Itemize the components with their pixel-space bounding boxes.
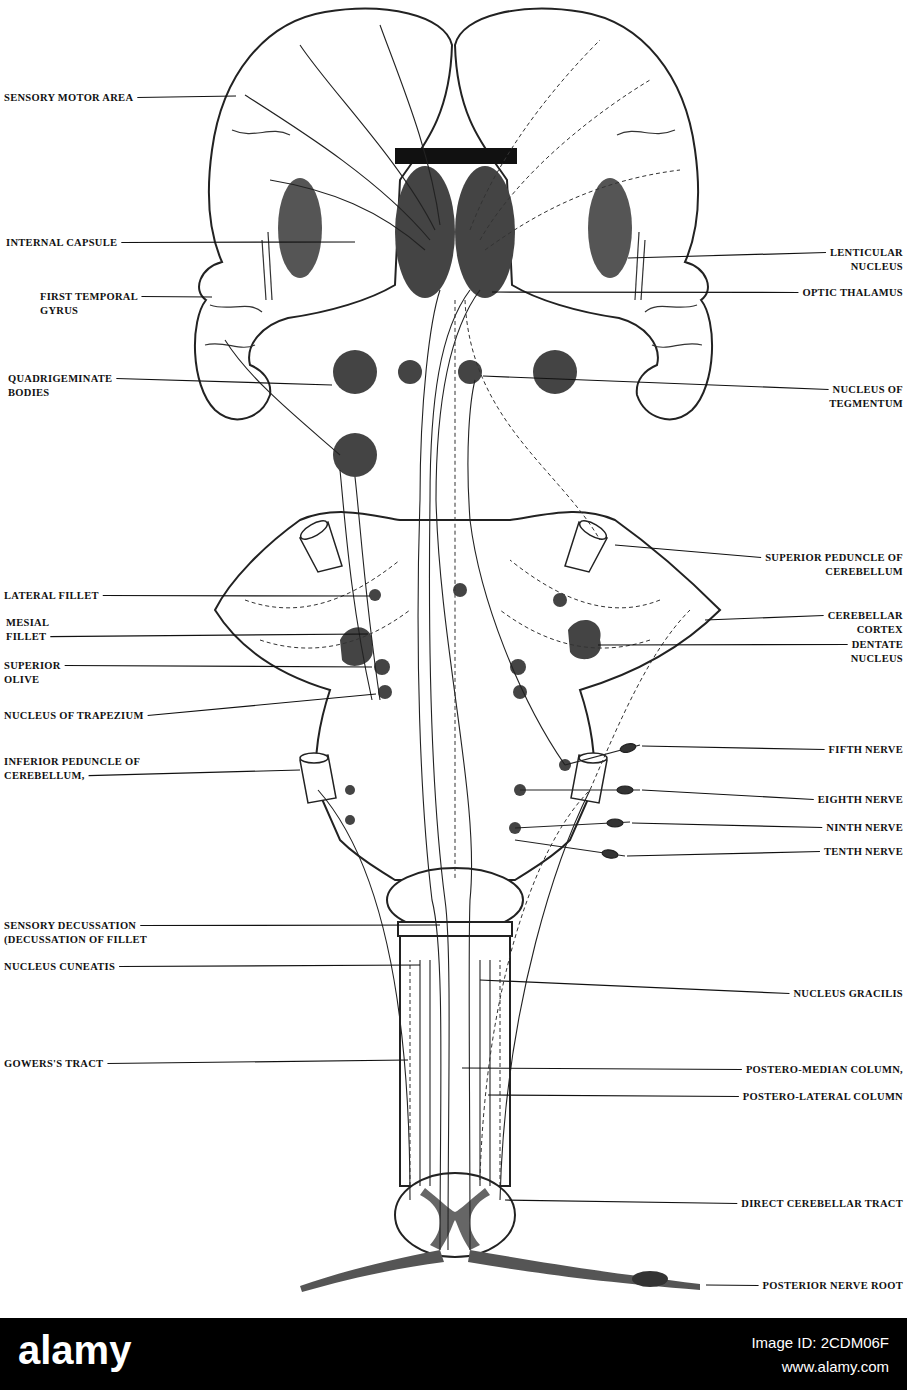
anatomy-label: NUCLEUS CUNEATIS — [4, 960, 154, 974]
leader-line — [627, 852, 820, 857]
leader-line — [65, 666, 372, 668]
watermark-text: Image ID: 2CDM06F — [751, 1334, 889, 1351]
anatomy-label: INFERIOR PEDUNCLE OF CEREBELLUM, — [4, 755, 144, 783]
spinal-cord — [400, 936, 510, 1186]
anatomy-label: FIRST TEMPORAL GYRUS — [40, 290, 150, 318]
leader-line — [615, 545, 761, 558]
anatomy-label: EIGHTH NERVE — [783, 793, 903, 807]
watermark-text: www.alamy.com — [782, 1358, 889, 1375]
leader-line — [706, 1284, 759, 1286]
anatomy-label: NUCLEUS OF TRAPEZIUM — [4, 709, 194, 723]
anatomy-label: SENSORY MOTOR AREA — [4, 91, 184, 105]
anatomy-label: GOWERS'S TRACT — [4, 1057, 154, 1071]
watermark-band — [0, 1318, 907, 1390]
anatomy-label: QUADRIGEMINATE BODIES — [8, 372, 128, 400]
leader-line — [116, 379, 332, 386]
anatomy-label: NUCLEUS GRACILIS — [743, 987, 903, 1001]
leader-line — [632, 823, 822, 828]
leader-line — [107, 1060, 408, 1064]
leader-line — [121, 241, 355, 243]
anatomy-label: SENSORY DECUSSATION (DECUSSATION OF FILL… — [4, 919, 209, 947]
leader-line — [628, 253, 826, 259]
leader-line — [148, 694, 376, 716]
watermark-text: alamy — [18, 1328, 131, 1373]
leader-line — [705, 616, 824, 621]
right-hemisphere — [455, 9, 712, 420]
anatomy-label: DIRECT CEREBELLAR TRACT — [703, 1197, 903, 1211]
cord-section — [395, 1173, 515, 1257]
leader-line — [488, 1095, 739, 1097]
anatomy-label: LATERAL FILLET — [4, 589, 154, 603]
leader-line — [103, 595, 370, 597]
leader-line — [505, 1200, 737, 1204]
leader-line — [141, 296, 212, 298]
leader-line — [462, 1068, 742, 1070]
anatomy-label: TENTH NERVE — [783, 845, 903, 859]
leader-line — [642, 746, 825, 750]
anatomy-label: CEREBELLAR CORTEX — [818, 609, 903, 637]
leader-line — [480, 980, 789, 994]
anatomy-label: POSTERIOR NERVE ROOT — [713, 1279, 903, 1293]
anatomy-label: DENTATE NUCLEUS — [818, 638, 903, 666]
anatomy-label: LENTICULAR NUCLEUS — [813, 246, 903, 274]
leader-line — [50, 634, 368, 637]
anatomy-label: INTERNAL CAPSULE — [6, 236, 186, 250]
cord-collar — [398, 922, 512, 936]
leader-line — [598, 644, 848, 646]
leader-line — [89, 770, 300, 776]
anatomy-label: NINTH NERVE — [783, 821, 903, 835]
anatomy-label: NUCLEUS OF TEGMENTUM — [788, 383, 903, 411]
anatomy-label: SUPERIOR OLIVE — [4, 659, 79, 687]
anatomy-label: POSTERO-LATERAL COLUMN — [713, 1090, 903, 1104]
cerebellum-pons — [215, 512, 720, 880]
leader-line — [119, 965, 420, 967]
leader-line — [642, 790, 814, 800]
leader-line — [140, 924, 440, 926]
anatomy-label: MESIAL FILLET — [6, 616, 66, 644]
leader-line — [492, 291, 798, 293]
anatomy-label: SUPERIOR PEDUNCLE OF CEREBELLUM — [758, 551, 903, 579]
anatomy-label: OPTIC THALAMUS — [753, 286, 903, 300]
anatomy-label: FIFTH NERVE — [783, 743, 903, 757]
leader-line — [483, 376, 829, 390]
leader-line — [137, 96, 236, 98]
anatomy-label: POSTERO-MEDIAN COLUMN, — [713, 1063, 903, 1077]
